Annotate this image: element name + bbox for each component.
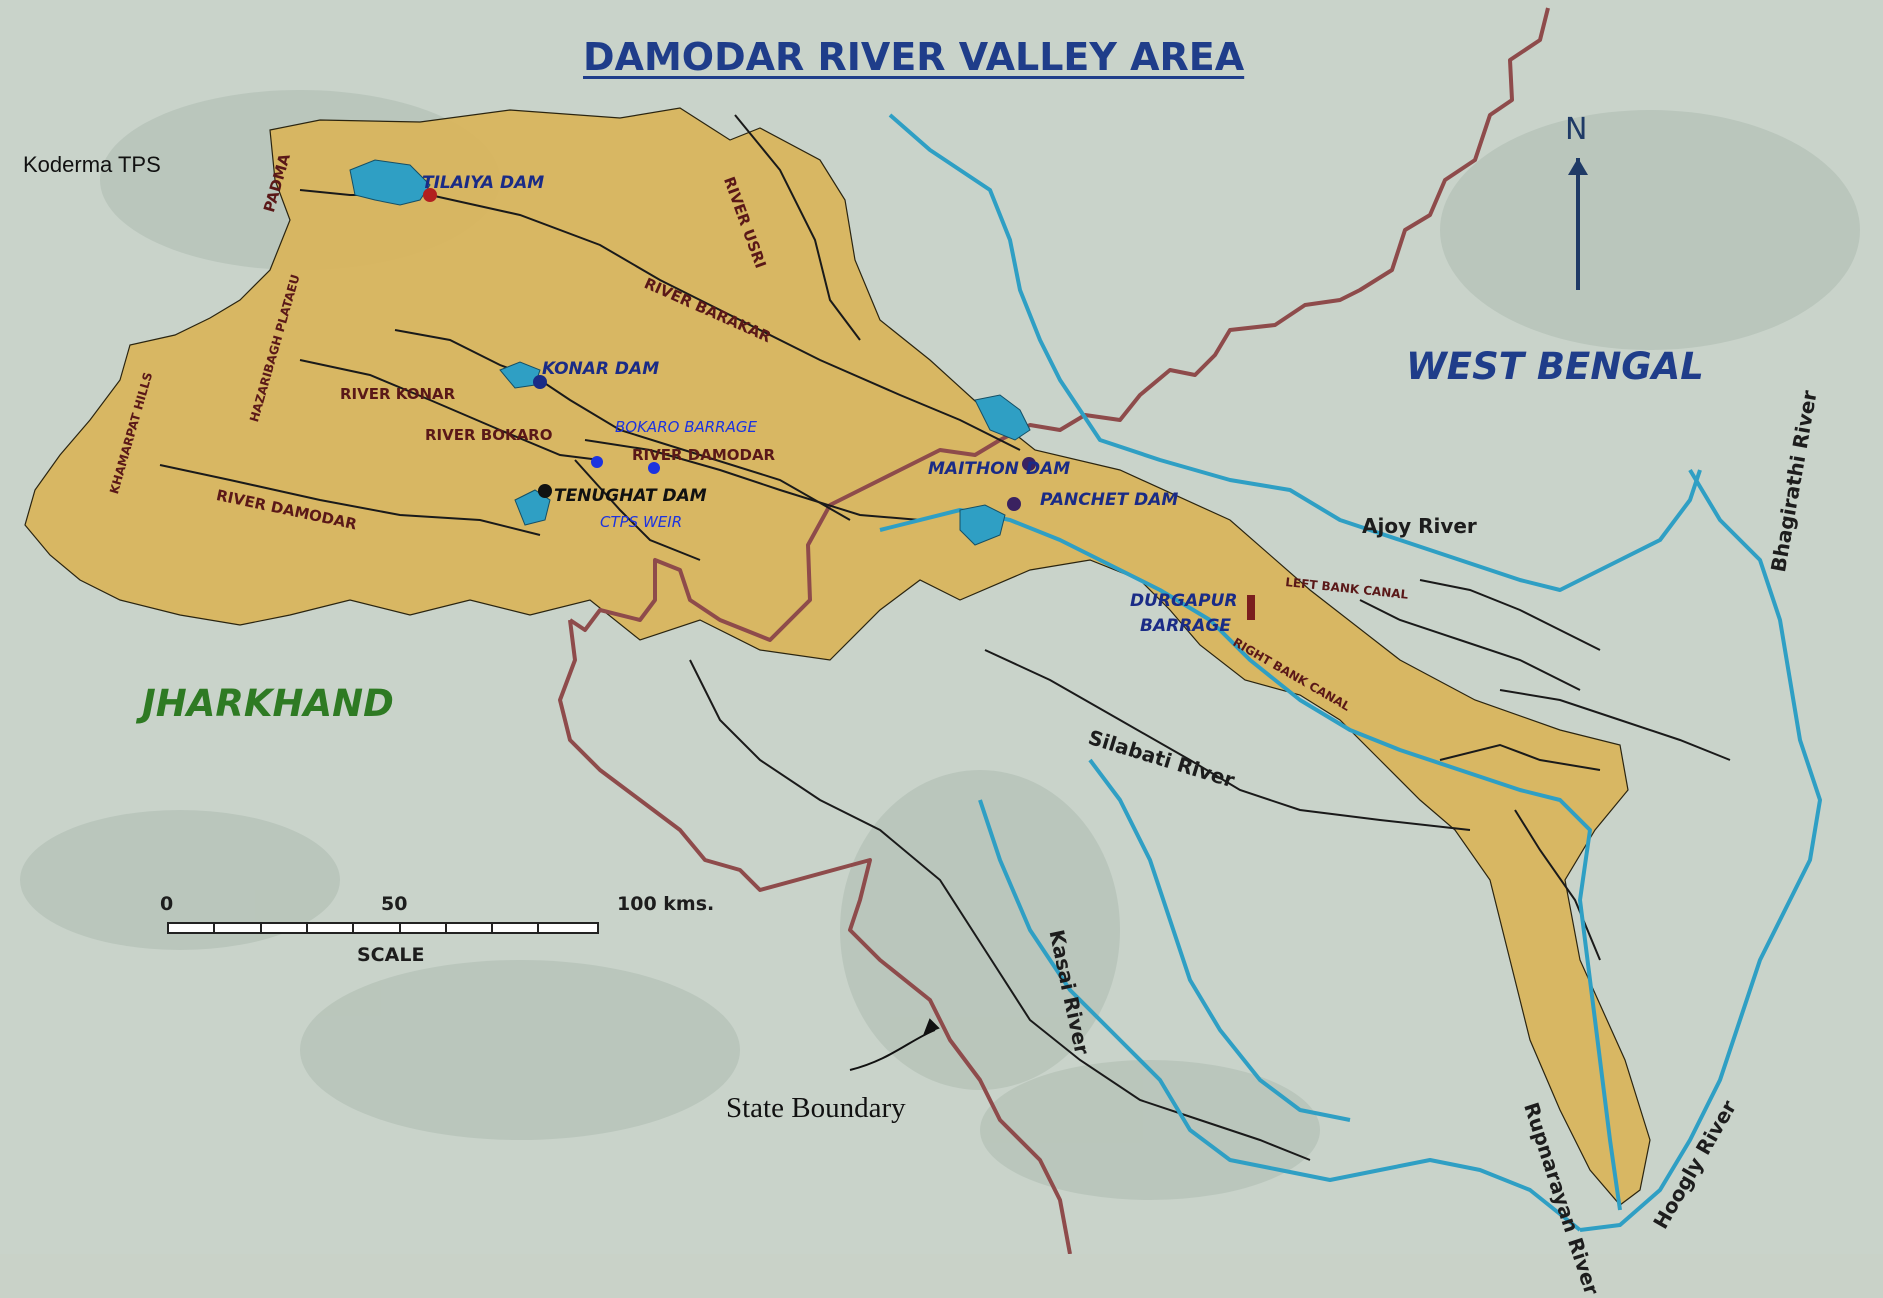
konar-river-label: RIVER KONAR (340, 385, 456, 403)
west-bengal-label: WEST BENGAL (1406, 345, 1704, 388)
north-label: N (1565, 112, 1588, 147)
damodar-valley-map (20, 7, 1860, 1254)
maithon-dam-suffix-label: DAM (1026, 459, 1071, 479)
koderma-tps-label: Koderma TPS (23, 152, 161, 177)
tilaiya-dam-marker (423, 188, 437, 202)
ajoy-river-label: Ajoy River (1362, 514, 1477, 538)
dam-markers (423, 188, 1036, 511)
konar-dam-marker (533, 375, 547, 389)
tenughat-dam-marker (538, 484, 552, 498)
panchet-dam-marker (1007, 497, 1021, 511)
maithon-label: MAITHON (928, 459, 1019, 479)
durgapur-label: DURGAPUR (1130, 591, 1238, 611)
bokaro-barrage-label: BOKARO BARRAGE (615, 418, 757, 436)
damodar-basin (24, 107, 1651, 1206)
konar-dam-label: KONAR DAM (542, 359, 660, 379)
durgapur-barrage-marker (1247, 595, 1255, 620)
maithon-dam-marker (1022, 457, 1036, 471)
damodar-river-main-label: RIVER DAMODAR (632, 446, 776, 464)
durgapur-barrage-label: BARRAGE (1140, 616, 1232, 636)
panchet-dam-label: PANCHET DAM (1040, 490, 1179, 510)
north-arrow (1568, 158, 1588, 290)
tenughat-dam-label: TENUGHAT DAM (554, 486, 707, 506)
map-title: DAMODAR RIVER VALLEY AREA (583, 35, 1245, 79)
state-boundary-label: State Boundary (726, 1092, 906, 1124)
state-boundaries (558, 7, 1550, 1254)
reservoirs (349, 159, 1031, 546)
scale-tick-50: 50 (381, 893, 408, 915)
scale-tick-0: 0 (160, 893, 174, 915)
scale-label: SCALE (357, 944, 425, 966)
tilaiya-dam-label: TILAIYA DAM (422, 173, 545, 193)
bokaro-barrage-marker (591, 456, 603, 468)
ctps-weir-marker (648, 462, 660, 474)
scale-tick-100: 100 kms. (617, 893, 715, 915)
state-boundary-pointer (849, 1018, 940, 1071)
bokaro-river-label: RIVER BOKARO (425, 426, 553, 444)
river-network-blue (879, 113, 1822, 1232)
ctps-weir-label: CTPS WEIR (600, 513, 683, 531)
scale-bar-graphic (167, 922, 599, 934)
jharkhand-label: JHARKHAND (142, 682, 394, 725)
